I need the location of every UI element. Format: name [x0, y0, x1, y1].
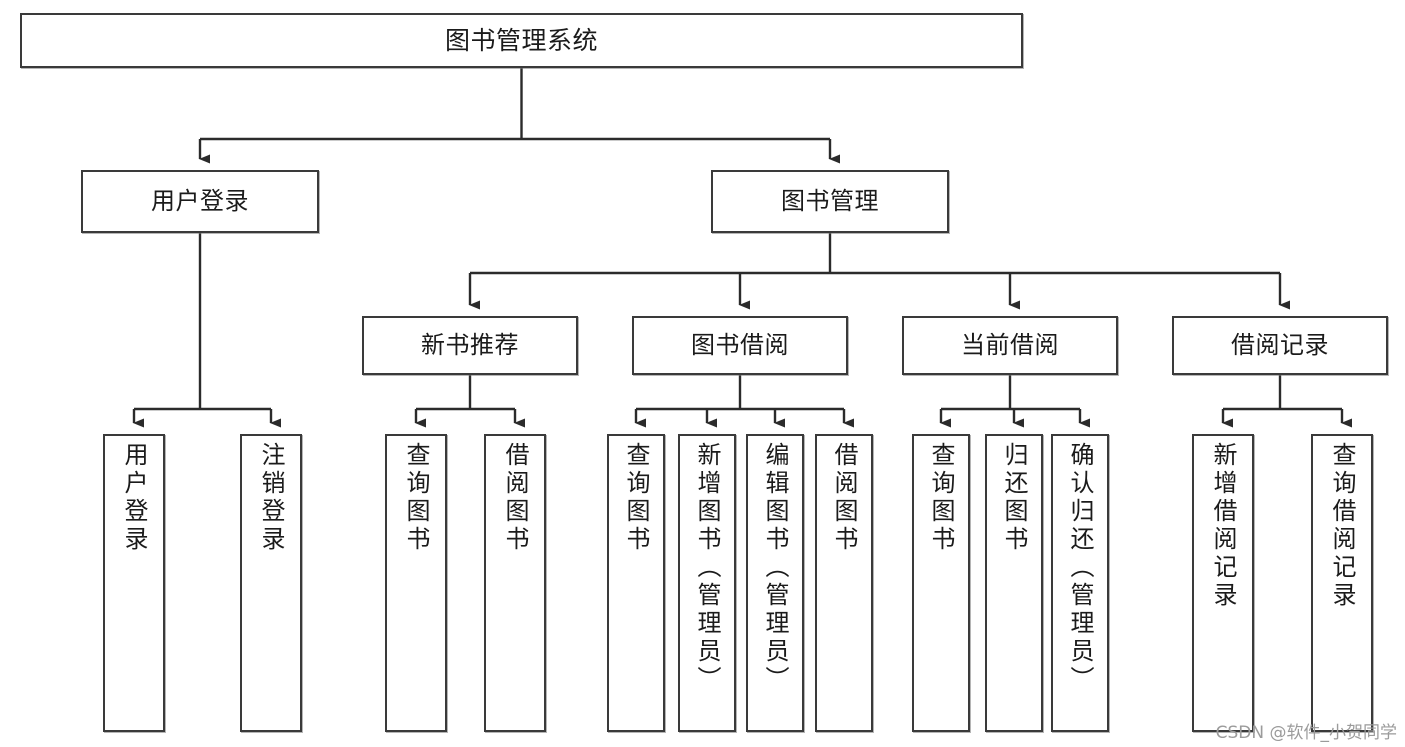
node-label: 借阅记录	[1231, 331, 1329, 360]
watermark-label: CSDN @软件_小贺同学	[1215, 723, 1397, 743]
node-label: 借阅图书	[501, 442, 529, 554]
node-label: 查询借阅记录	[1328, 442, 1356, 610]
node-label: 用户登录	[120, 442, 148, 554]
node-label: 查询图书	[402, 442, 430, 554]
node-label: 注销登录	[257, 442, 285, 554]
node-leaf-new-query[interactable]: 查询图书	[385, 434, 447, 732]
node-label: 图书管理	[781, 187, 879, 216]
node-label: 图书借阅	[691, 331, 789, 360]
node-label: 当前借阅	[961, 331, 1059, 360]
node-label: 查询图书	[927, 442, 955, 554]
edge-paths	[132, 68, 1352, 428]
node-leaf-r-add[interactable]: 新增借阅记录	[1192, 434, 1254, 732]
node-newbook[interactable]: 新书推荐	[362, 316, 578, 375]
node-label: 确认归还（管理员）	[1066, 442, 1094, 694]
node-leaf-b-borrow[interactable]: 借阅图书	[815, 434, 873, 732]
node-label: 编辑图书（管理员）	[761, 442, 789, 694]
node-leaf-user-login[interactable]: 用户登录	[103, 434, 165, 732]
node-label: 借阅图书	[830, 442, 858, 554]
node-label: 查询图书	[622, 442, 650, 554]
node-leaf-c-query[interactable]: 查询图书	[912, 434, 970, 732]
node-leaf-new-borrow[interactable]: 借阅图书	[484, 434, 546, 732]
node-leaf-b-add[interactable]: 新增图书（管理员）	[678, 434, 736, 732]
node-records[interactable]: 借阅记录	[1172, 316, 1388, 375]
node-login[interactable]: 用户登录	[81, 170, 319, 233]
node-root[interactable]: 图书管理系统	[20, 13, 1023, 68]
node-label: 归还图书	[1000, 442, 1028, 554]
node-label: 新增借阅记录	[1209, 442, 1237, 610]
node-leaf-b-edit[interactable]: 编辑图书（管理员）	[746, 434, 804, 732]
node-bookmgmt[interactable]: 图书管理	[711, 170, 949, 233]
node-label: 新书推荐	[421, 331, 519, 360]
node-borrow[interactable]: 图书借阅	[632, 316, 848, 375]
node-current[interactable]: 当前借阅	[902, 316, 1118, 375]
node-label: 新增图书（管理员）	[693, 442, 721, 694]
node-label: 用户登录	[151, 187, 249, 216]
node-leaf-r-query[interactable]: 查询借阅记录	[1311, 434, 1373, 732]
node-leaf-b-query[interactable]: 查询图书	[607, 434, 665, 732]
node-label: 图书管理系统	[444, 25, 598, 55]
node-leaf-user-logout[interactable]: 注销登录	[240, 434, 302, 732]
node-leaf-c-confirm[interactable]: 确认归还（管理员）	[1051, 434, 1109, 732]
node-leaf-c-return[interactable]: 归还图书	[985, 434, 1043, 732]
